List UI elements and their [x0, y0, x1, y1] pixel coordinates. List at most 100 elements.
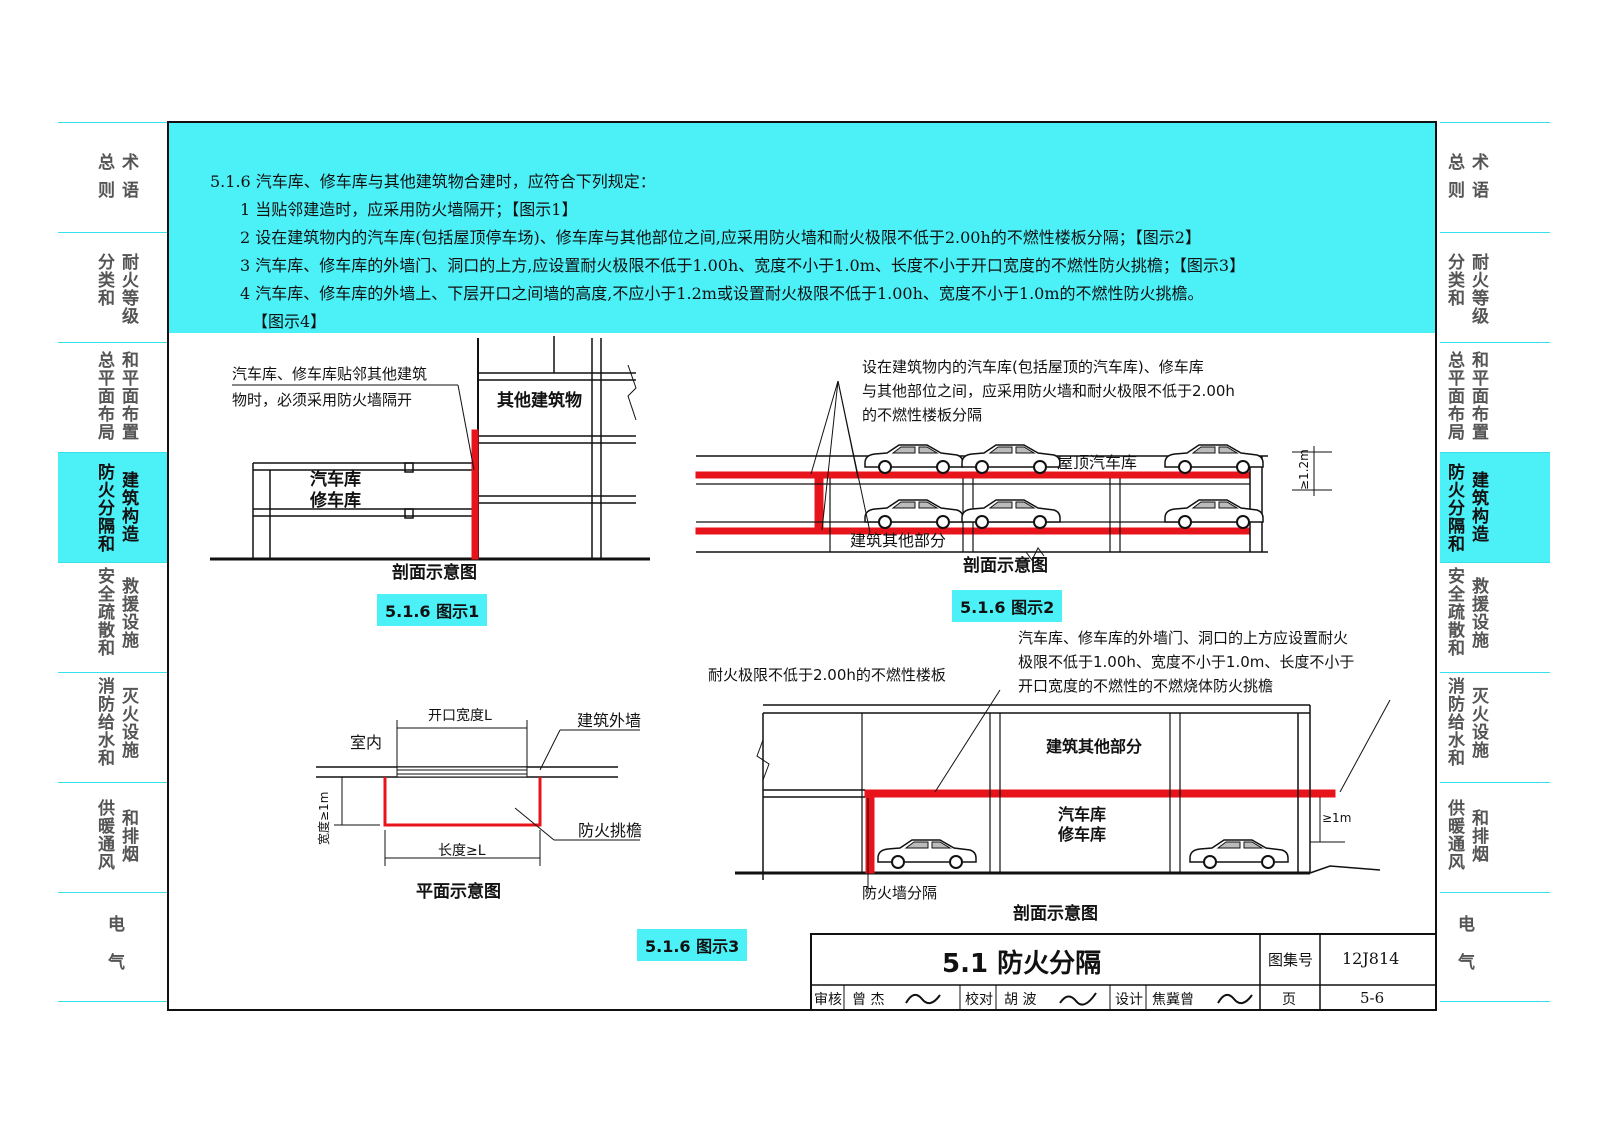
nav-tab-classification[interactable]: 耐火等级 分类和 — [58, 232, 168, 342]
nav-tab-text: 电 — [104, 915, 124, 933]
figure-3-tag: 5.1.6 图示3 — [637, 929, 748, 961]
nav-tab-text: 防火分隔和 — [1444, 463, 1464, 553]
figure-3-plan — [316, 720, 640, 866]
review-label: 审核 — [814, 992, 842, 1008]
fig3-garage: 汽车库 — [1058, 805, 1106, 824]
nav-tab-text: 和排烟 — [118, 809, 138, 863]
nav-tab-text: 分类和 — [94, 253, 114, 307]
nav-tab-general[interactable]: 术 语 总 则 — [1440, 122, 1550, 232]
nav-tab-text: 电 — [1454, 915, 1474, 933]
fig3-dimension: ≥1m — [1322, 811, 1351, 825]
nav-tab-text: 救援设施 — [118, 577, 138, 649]
clause-text: 5.1.6 汽车库、修车库与其他建筑物合建时，应符合下列规定： 1 当贴邻建造时… — [210, 168, 1245, 336]
nav-tab-hvac[interactable]: 和排烟 供暖通风 — [58, 782, 168, 892]
atlas-label: 图集号 — [1268, 951, 1314, 969]
nav-tab-text: 和平面布置 — [118, 351, 138, 441]
nav-tab-electrical[interactable]: 电 气 — [1440, 892, 1550, 1002]
title-block: 5.1 防火分隔 图集号 12J814 审核 曾 杰 校对 胡 波 设计 焦冀曾… — [810, 933, 1435, 1009]
fig3-outer-wall: 建筑外墙 — [577, 711, 641, 730]
nav-tab-general[interactable]: 术 语 总 则 — [58, 122, 168, 232]
nav-tab-fire-water[interactable]: 灭火设施 消防给水和 — [1440, 672, 1550, 782]
page-label: 页 — [1282, 992, 1296, 1008]
atlas-number: 12J814 — [1342, 949, 1400, 968]
nav-tab-text: 救援设施 — [1468, 577, 1488, 649]
drawing-labels: 汽车库、修车库贴邻其他建筑 物时，必须采用防火墙隔开 其他建筑物 汽车库 修车库… — [232, 358, 1354, 924]
nav-tab-text: 和平面布置 — [1468, 351, 1488, 441]
nav-tab-hvac[interactable]: 和排烟 供暖通风 — [1440, 782, 1550, 892]
clause-heading: 5.1.6 汽车库、修车库与其他建筑物合建时，应符合下列规定： — [210, 172, 656, 191]
nav-tab-text: 供暖通风 — [1444, 799, 1464, 871]
nav-tab-text: 消防给水和 — [94, 677, 114, 767]
clause-item-4-tail: 【图示4】 — [252, 312, 327, 331]
nav-tab-fire-separation[interactable]: 建筑构造 防火分隔和 — [1440, 452, 1550, 562]
fig3-indoor: 室内 — [350, 733, 382, 752]
nav-tab-text: 术 — [118, 153, 138, 171]
nav-tab-evacuation[interactable]: 救援设施 安全疏散和 — [58, 562, 168, 672]
figure-3-section — [735, 689, 1391, 893]
nav-tab-text: 总平面布局 — [1444, 351, 1464, 441]
title-block-grid — [810, 933, 1435, 1009]
fig2-dimension: ≥1.2m — [1297, 449, 1311, 490]
fig2-note: 设在建筑物内的汽车库(包括屋顶的汽车库)、修车库 — [862, 358, 1204, 376]
fig3-firewall-label: 防火墙分隔 — [862, 884, 937, 902]
nav-tab-text: 语 — [1468, 181, 1488, 199]
nav-tab-text: 安全疏散和 — [1444, 567, 1464, 657]
nav-tab-text: 气 — [1454, 953, 1474, 971]
nav-tabs-right: 术 语 总 则 耐火等级 分类和 和平面布置 总平面布局 建筑构造 防火分隔和 … — [1440, 122, 1550, 1002]
figure-2 — [695, 380, 1332, 561]
nav-tab-text: 和排烟 — [1468, 809, 1488, 863]
fig3-garage: 修车库 — [1057, 825, 1106, 844]
fig3-other-parts: 建筑其他部分 — [1046, 737, 1142, 756]
designer-name: 焦冀曾 — [1152, 992, 1194, 1008]
fig2-other-parts: 建筑其他部分 — [850, 531, 946, 550]
nav-tab-fire-water[interactable]: 灭火设施 消防给水和 — [58, 672, 168, 782]
fig1-note: 汽车库、修车库贴邻其他建筑 — [232, 365, 427, 383]
nav-tabs-left: 术 语 总 则 耐火等级 分类和 和平面布置 总平面布局 建筑构造 防火分隔和 … — [58, 122, 168, 1002]
nav-tab-classification[interactable]: 耐火等级 分类和 — [1440, 232, 1550, 342]
nav-tab-text: 总 — [1444, 153, 1464, 171]
clause-item-4: 4 汽车库、修车库的外墙上、下层开口之间墙的高度,不应小于1.2m或设置耐火极限… — [240, 284, 1204, 303]
nav-tab-text: 则 — [1444, 181, 1464, 199]
fig3-opening-width: 开口宽度L — [428, 707, 492, 724]
nav-tab-text: 语 — [118, 181, 138, 199]
checker-signature — [1059, 992, 1097, 1006]
fig3-floor-note: 耐火极限不低于2.00h的不燃性楼板 — [708, 666, 946, 684]
checker-name: 胡 波 — [1004, 992, 1037, 1008]
nav-tab-site-plan[interactable]: 和平面布置 总平面布局 — [58, 342, 168, 452]
design-label: 设计 — [1115, 992, 1143, 1008]
nav-tab-text: 总 — [94, 153, 114, 171]
reviewer-signature — [905, 993, 941, 1005]
clause-header-band — [169, 123, 1435, 333]
fig2-note: 的不燃性楼板分隔 — [862, 406, 982, 424]
fig1-note: 物时，必须采用防火墙隔开 — [232, 391, 412, 409]
nav-tab-text: 术 — [1468, 153, 1488, 171]
clause-item-3: 3 汽车库、修车库的外墙门、洞口的上方,应设置耐火极限不低于1.00h、宽度不小… — [240, 256, 1246, 275]
nav-tab-text: 消防给水和 — [1444, 677, 1464, 767]
fig1-caption: 剖面示意图 — [392, 562, 477, 583]
fig2-note: 与其他部位之间，应采用防火墙和耐火极限不低于2.00h — [862, 382, 1235, 400]
drawing-frame — [167, 121, 1437, 1011]
nav-tab-text: 建筑构造 — [118, 471, 138, 543]
fig3-section-caption: 剖面示意图 — [1013, 903, 1098, 924]
fig2-roof-garage: 屋顶汽车库 — [1057, 453, 1137, 472]
figure-1 — [210, 336, 650, 561]
nav-tab-text: 防火分隔和 — [94, 463, 114, 553]
page-number: 5-6 — [1360, 989, 1385, 1007]
nav-tab-fire-separation[interactable]: 建筑构造 防火分隔和 — [58, 452, 168, 562]
clause-item-2: 2 设在建筑物内的汽车库(包括屋顶停车场)、修车库与其他部位之间,应采用防火墙和… — [240, 228, 1201, 247]
sheet-title: 5.1 防火分隔 — [942, 949, 1102, 979]
nav-tab-evacuation[interactable]: 救援设施 安全疏散和 — [1440, 562, 1550, 672]
fig3-canopy-note: 开口宽度的不燃性的不燃烧体防火挑檐 — [1018, 677, 1273, 695]
fig3-width-dim: 宽度≥1m — [316, 792, 331, 845]
figure-2-tag: 5.1.6 图示2 — [952, 590, 1063, 622]
nav-tab-text: 耐火等级 — [1468, 253, 1488, 325]
canopy-outline — [383, 777, 542, 827]
nav-tab-text: 灭火设施 — [118, 687, 138, 759]
fig2-caption: 剖面示意图 — [963, 555, 1048, 576]
nav-tab-text: 灭火设施 — [1468, 687, 1488, 759]
check-label: 校对 — [965, 992, 993, 1008]
nav-tab-text: 建筑构造 — [1468, 471, 1488, 543]
nav-tab-electrical[interactable]: 电 气 — [58, 892, 168, 1002]
nav-tab-site-plan[interactable]: 和平面布置 总平面布局 — [1440, 342, 1550, 452]
